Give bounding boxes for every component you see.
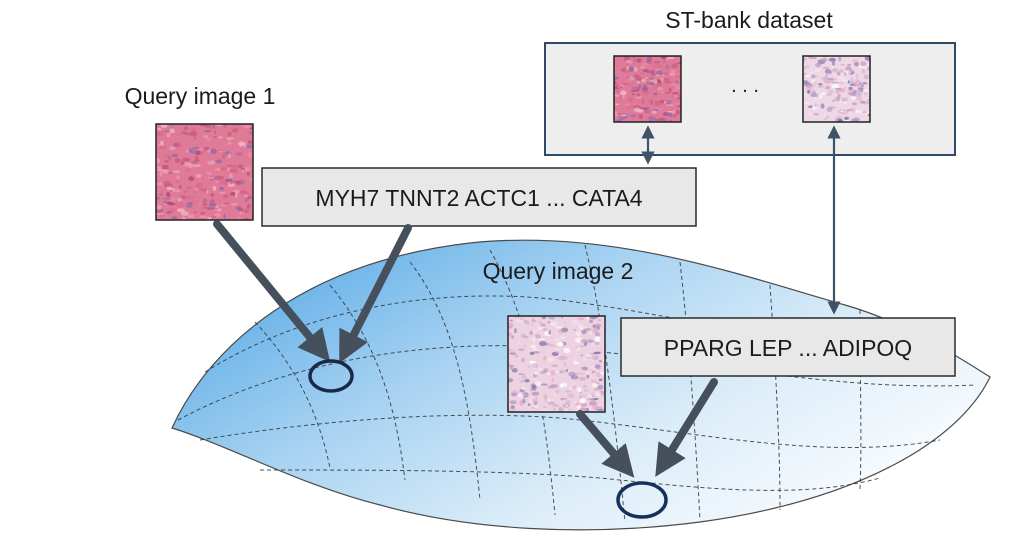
query-1-genes-box xyxy=(261,167,697,227)
query-2-genes-box xyxy=(620,317,956,377)
arrow-query-2-image xyxy=(576,410,635,478)
st-bank-dataset: ST-bank dataset . . . xyxy=(544,7,956,156)
bank-tile-1 xyxy=(614,56,681,122)
bank-tile-2 xyxy=(803,56,870,122)
query-1-image xyxy=(156,124,253,220)
query-2-label: Query image 2 xyxy=(483,258,634,284)
query-1-label: Query image 1 xyxy=(125,83,276,109)
query-2: Query image 2 PPARG LEP ... ADIPOQ xyxy=(483,258,956,413)
query-2-genes: PPARG LEP ... ADIPOQ xyxy=(664,335,912,361)
st-bank-box xyxy=(544,42,956,156)
embedding-target-2 xyxy=(616,481,668,519)
query-2-image xyxy=(508,316,605,412)
arrow-query-1-genes xyxy=(339,224,412,364)
arrow-query-1-image xyxy=(213,220,331,362)
arrow-query-2-genes xyxy=(655,378,718,477)
bank-ellipsis: . . . xyxy=(731,75,759,97)
st-bank-title: ST-bank dataset xyxy=(665,7,833,33)
embedding-target-1 xyxy=(308,359,354,393)
projection-arrows xyxy=(213,220,718,478)
query-1-genes: MYH7 TNNT2 ACTC1 ... CATA4 xyxy=(315,185,642,211)
query-1: Query image 1 MYH7 TNNT2 ACTC1 ... CATA4 xyxy=(125,83,697,227)
